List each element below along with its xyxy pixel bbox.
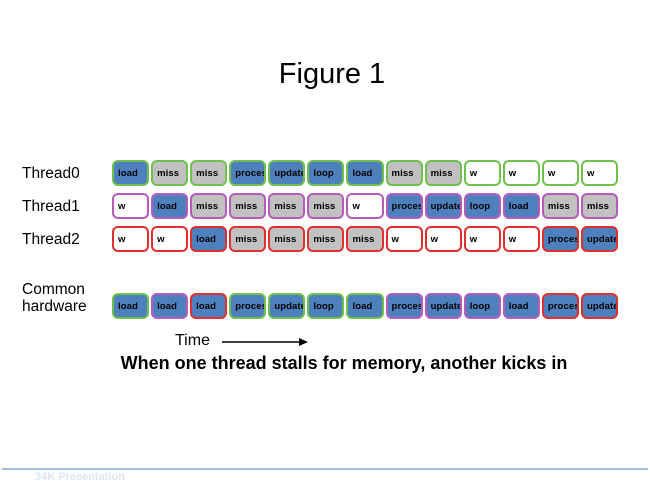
cell-miss: miss	[307, 193, 345, 219]
timeline-thread1: wloadmissmissmissmisswprocessupdateloopl…	[112, 193, 619, 219]
figure-title: Figure 1	[278, 58, 386, 90]
cell-miss: miss	[346, 226, 384, 252]
cell-process: process	[541, 293, 579, 319]
cell-update: update	[580, 226, 619, 252]
cell-load: load	[502, 293, 540, 319]
cell-load: load	[346, 293, 384, 319]
cell-update: update	[424, 293, 462, 319]
cell-miss: miss	[190, 193, 228, 219]
cell-loop: loop	[307, 160, 345, 186]
cell-load: load	[190, 293, 228, 319]
cell-w: w	[580, 160, 619, 186]
footer-divider	[2, 468, 648, 470]
cell-loop: loop	[307, 293, 345, 319]
cell-miss: miss	[268, 193, 306, 219]
timeline-thread2: wwloadmissmissmissmisswwwwprocessupdate	[112, 226, 619, 252]
cell-w: w	[502, 160, 540, 186]
cell-w: w	[151, 226, 189, 252]
slide-caption: When one thread stalls for memory, anoth…	[120, 353, 568, 373]
row-label-thread1: Thread1	[22, 198, 80, 215]
time-label: Time	[175, 332, 210, 349]
cell-miss: miss	[190, 160, 228, 186]
cell-update: update	[268, 160, 306, 186]
cell-update: update	[580, 293, 619, 319]
cell-miss: miss	[229, 193, 267, 219]
cell-process: process	[229, 160, 267, 186]
row-label-thread2: Thread2	[22, 231, 80, 248]
cell-w: w	[541, 160, 579, 186]
cell-load: load	[112, 293, 150, 319]
cell-miss: miss	[151, 160, 189, 186]
cell-update: update	[424, 193, 462, 219]
cell-load: load	[502, 193, 540, 219]
cell-miss: miss	[229, 226, 267, 252]
cell-miss: miss	[307, 226, 345, 252]
cell-miss: miss	[424, 160, 462, 186]
cell-load: load	[151, 293, 189, 319]
footer-watermark: 34K Presentation	[35, 471, 125, 483]
cell-process: process	[385, 293, 423, 319]
cell-miss: miss	[268, 226, 306, 252]
cell-miss: miss	[385, 160, 423, 186]
cell-w: w	[346, 193, 384, 219]
cell-load: load	[190, 226, 228, 252]
cell-process: process	[229, 293, 267, 319]
row-label-common: Common hardware	[22, 281, 87, 315]
time-arrow-icon	[222, 338, 308, 346]
cell-w: w	[463, 226, 501, 252]
cell-w: w	[502, 226, 540, 252]
cell-load: load	[112, 160, 150, 186]
row-label-thread0: Thread0	[22, 165, 80, 182]
timeline-thread0: loadmissmissprocessupdatelooploadmissmis…	[112, 160, 619, 186]
cell-load: load	[151, 193, 189, 219]
cell-w: w	[112, 226, 150, 252]
cell-miss: miss	[580, 193, 619, 219]
cell-process: process	[385, 193, 423, 219]
cell-miss: miss	[541, 193, 579, 219]
cell-w: w	[385, 226, 423, 252]
cell-loop: loop	[463, 293, 501, 319]
cell-update: update	[268, 293, 306, 319]
cell-process: process	[541, 226, 579, 252]
cell-w: w	[463, 160, 501, 186]
cell-w: w	[424, 226, 462, 252]
cell-loop: loop	[463, 193, 501, 219]
timeline-common: loadloadloadprocessupdatelooploadprocess…	[112, 293, 619, 319]
cell-w: w	[112, 193, 150, 219]
cell-load: load	[346, 160, 384, 186]
